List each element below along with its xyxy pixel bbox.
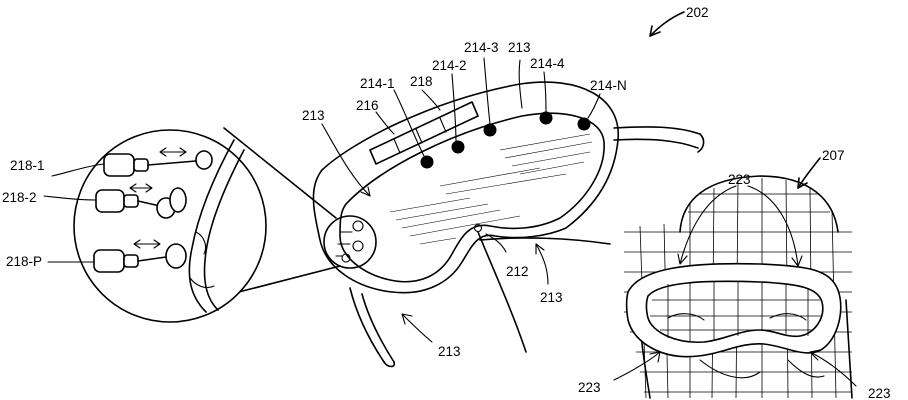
label-214-1: 214-1	[360, 76, 395, 91]
actuator-218-P	[93, 239, 187, 273]
strap-right	[613, 126, 701, 135]
sensor-214-2	[451, 140, 465, 154]
detail-callout-large	[73, 129, 267, 323]
actuator-218-2	[95, 183, 187, 219]
label-223-c: 223	[868, 386, 891, 400]
label-214-2: 214-2	[432, 58, 467, 73]
strap-left	[349, 287, 385, 363]
hmd-inner-rim	[339, 112, 605, 283]
actuator-218-1	[103, 147, 213, 177]
label-213-d: 213	[438, 344, 461, 359]
label-223-a: 223	[728, 172, 751, 187]
reference-labels: 202 207 213 213 213 213 214-1 214-2 214-…	[2, 5, 891, 400]
lens-hatching	[389, 133, 593, 245]
label-213-c: 213	[540, 290, 563, 305]
sensor-214-N	[577, 117, 591, 131]
sensor-214-4	[539, 111, 553, 125]
sensor-214-3	[483, 123, 497, 137]
label-214-3: 214-3	[464, 40, 499, 55]
leader-lines	[43, 11, 857, 387]
actuator-cluster-small	[335, 220, 364, 263]
magnified-view	[73, 129, 267, 323]
detail-callout-small	[323, 215, 377, 269]
hmd-device	[199, 81, 705, 368]
face-mesh	[624, 175, 853, 399]
label-214-N: 214-N	[590, 78, 627, 93]
label-218-2: 218-2	[2, 190, 37, 205]
hmd-outer-shell	[312, 81, 619, 294]
label-218: 218	[410, 74, 433, 89]
label-216: 216	[356, 98, 379, 113]
mesh-inside-goggle	[650, 282, 822, 342]
label-207: 207	[822, 148, 845, 163]
sensor-214-1	[420, 155, 434, 169]
label-212: 212	[506, 264, 529, 279]
label-214-4: 214-4	[530, 56, 565, 71]
label-213-a: 213	[302, 108, 325, 123]
head-outline	[679, 175, 839, 233]
label-213-b: 213	[508, 40, 531, 55]
label-223-b: 223	[578, 380, 601, 395]
display-panel-216	[369, 101, 479, 165]
label-202: 202	[686, 5, 709, 20]
label-218-1: 218-1	[10, 158, 45, 173]
label-218-P: 218-P	[6, 254, 42, 269]
